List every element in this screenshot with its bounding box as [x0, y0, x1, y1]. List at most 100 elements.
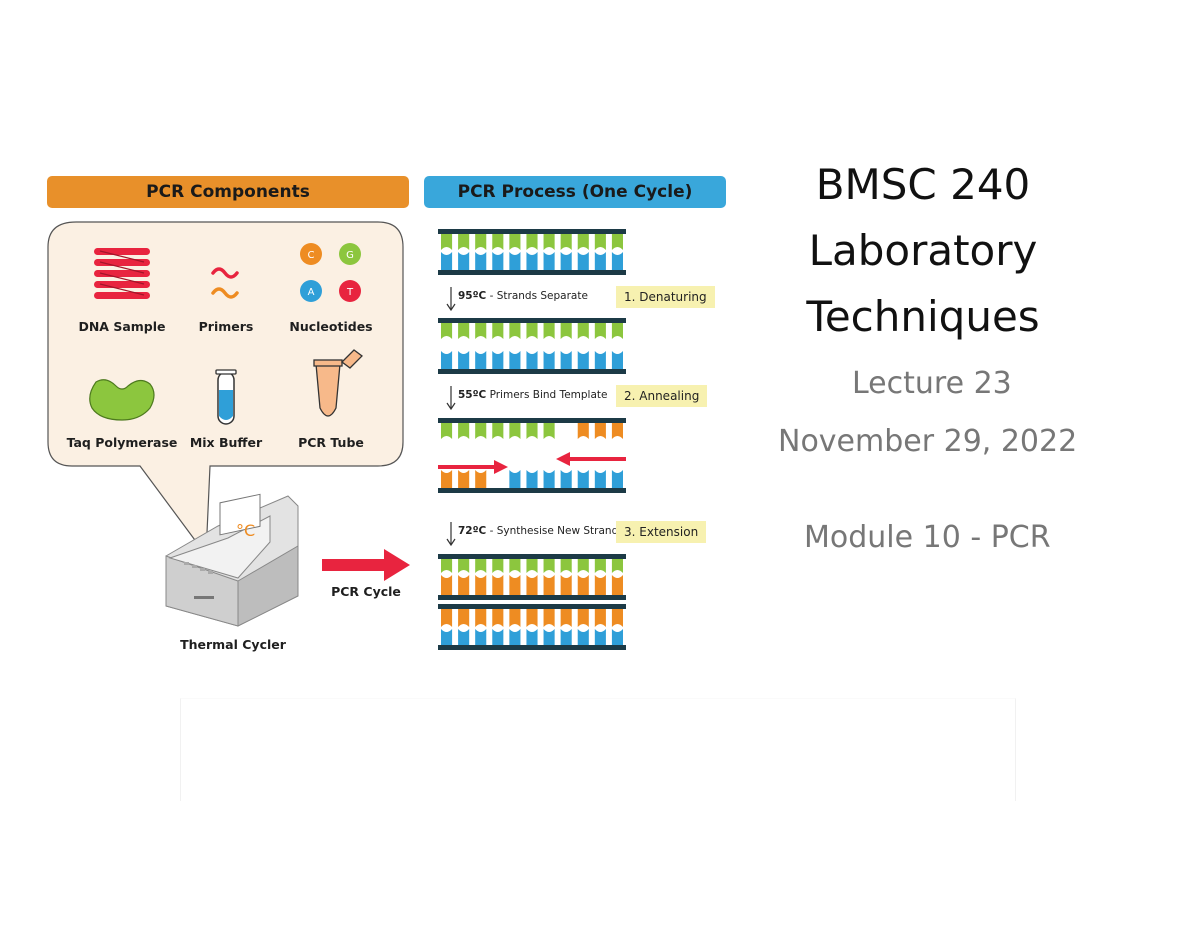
product-1-top-base	[543, 559, 555, 573]
product-2-top-base	[475, 609, 487, 627]
product-1-top-base	[441, 559, 453, 573]
product-1-bottom-base	[526, 575, 538, 595]
strand-1-top	[438, 229, 626, 234]
strand-1-top-base	[577, 234, 589, 250]
denatured-top-base	[611, 323, 623, 339]
product-1-bottom	[438, 595, 626, 600]
strand-1-bottom-base	[611, 252, 623, 270]
strand-1-top-base	[475, 234, 487, 250]
nucleotides-label: Nucleotides	[289, 319, 373, 334]
denatured-bottom-base	[543, 351, 555, 369]
product-2-top-base	[492, 609, 504, 627]
dna-sample-icon	[94, 248, 150, 299]
product-1-bottom-base	[458, 575, 470, 595]
step-1-badge: 1. Denaturing	[616, 286, 715, 308]
pcr-tube-icon	[313, 349, 363, 417]
annealed-top-base	[577, 423, 589, 439]
strand-1-bottom-base	[577, 252, 589, 270]
primers-icon	[211, 267, 239, 299]
pcr-process-header: PCR Process (One Cycle)	[424, 176, 726, 208]
product-1-bottom-base	[577, 575, 589, 595]
strand-1-bottom-base	[526, 252, 538, 270]
product-1-bottom-base	[543, 575, 555, 595]
taq-polymerase-icon	[89, 379, 155, 421]
strand-1-bottom-base	[543, 252, 555, 270]
product-1-bottom-base	[441, 575, 453, 595]
dna-sample-label: DNA Sample	[78, 319, 166, 334]
lecture-date: November 29, 2022	[778, 424, 1078, 459]
denatured-bottom-base	[458, 351, 470, 369]
product-1-bottom-base	[475, 575, 487, 595]
annealed-bottom-base	[611, 470, 623, 488]
mix-buffer-icon	[215, 369, 237, 425]
annealed-bottom-base	[475, 470, 487, 488]
pcr-tube-label: PCR Tube	[298, 435, 364, 450]
strand-1-top-base	[560, 234, 572, 250]
product-2-top-base	[577, 609, 589, 627]
annealed-top-base	[441, 423, 453, 439]
annealed-top-base	[458, 423, 470, 439]
lecture-number: Lecture 23	[852, 366, 1012, 401]
annealed-top-base	[611, 423, 623, 439]
strand-1-top-base	[509, 234, 521, 250]
pcr-process-header-label: PCR Process (One Cycle)	[457, 182, 693, 202]
product-2-top-base	[543, 609, 555, 627]
denatured-bottom-base	[577, 351, 589, 369]
annealed-bottom-base	[509, 470, 521, 488]
strand-1-top-base	[543, 234, 555, 250]
product-1-top	[438, 554, 626, 559]
strand-1-bottom-base	[458, 252, 470, 270]
denatured-top	[438, 318, 626, 323]
product-2-bottom-base	[509, 629, 521, 645]
strand-1-bottom-base	[441, 252, 453, 270]
denatured-bottom-base	[475, 351, 487, 369]
strand-1-bottom-base	[492, 252, 504, 270]
product-2-top-base	[526, 609, 538, 627]
annealed-bottom-base	[526, 470, 538, 488]
denatured-bottom-base	[526, 351, 538, 369]
nucleotide-t-label: T	[346, 287, 354, 298]
pcr-cycle-label: PCR Cycle	[331, 584, 401, 599]
svg-text:°C: °C	[236, 521, 255, 540]
denatured-top-base	[594, 323, 606, 339]
product-2-bottom-base	[577, 629, 589, 645]
nucleotide-c-label: C	[308, 250, 315, 261]
product-1-bottom-base	[560, 575, 572, 595]
denatured-top-base	[509, 323, 521, 339]
annealed-bottom-base	[543, 470, 555, 488]
nucleotide-a-label: A	[308, 287, 315, 298]
module-title: Module 10 - PCR	[804, 520, 1051, 555]
step-1-text: 95ºC - Strands Separate	[458, 290, 588, 302]
product-1-top-base	[594, 559, 606, 573]
thermal-cycler-label: Thermal Cycler	[180, 637, 286, 652]
denatured-bottom-base	[594, 351, 606, 369]
product-2-top-base	[611, 609, 623, 627]
strand-1-bottom	[438, 270, 626, 275]
product-1-top-base	[611, 559, 623, 573]
step-2-badge: 2. Annealing	[616, 385, 708, 407]
product-2-top-base	[441, 609, 453, 627]
annealed-top-base	[475, 423, 487, 439]
strand-1-top-base	[492, 234, 504, 250]
denatured-top-base	[441, 323, 453, 339]
product-1-top-base	[526, 559, 538, 573]
product-2-bottom-base	[560, 629, 572, 645]
product-1-bottom-base	[492, 575, 504, 595]
slide-title-line-2: Laboratory	[808, 226, 1038, 275]
product-2-bottom	[438, 645, 626, 650]
pcr-process-diagram	[438, 229, 626, 650]
product-2-bottom-base	[526, 629, 538, 645]
denatured-top-base	[543, 323, 555, 339]
strand-1-top-base	[594, 234, 606, 250]
annealed-bottom-base	[594, 470, 606, 488]
product-2-bottom-base	[441, 629, 453, 645]
annealed-bottom	[438, 488, 626, 493]
strand-1-bottom-base	[560, 252, 572, 270]
product-1-bottom-base	[509, 575, 521, 595]
nucleotides-icon: C G A T	[300, 243, 361, 302]
denatured-bottom-base	[611, 351, 623, 369]
denatured-top-base	[492, 323, 504, 339]
step-3-badge: 3. Extension	[616, 521, 707, 543]
denatured-bottom-base	[492, 351, 504, 369]
thermal-cycler-icon: °C	[165, 493, 299, 627]
